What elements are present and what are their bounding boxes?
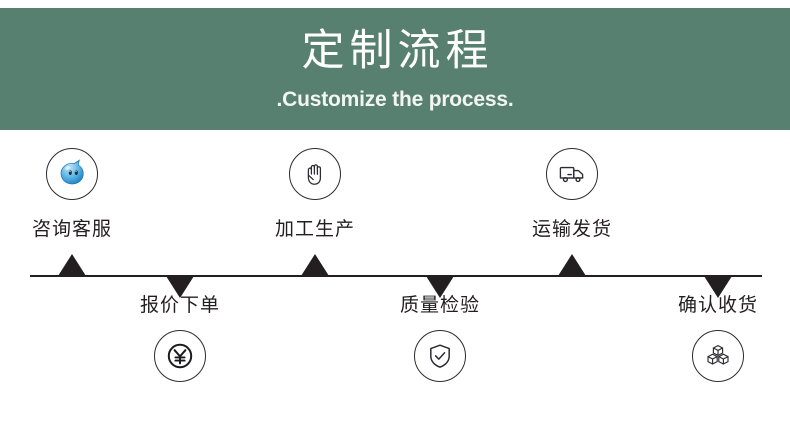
stacked-boxes-icon — [692, 330, 744, 382]
step-label-transport-shipment: 运输发货 — [531, 218, 612, 240]
step-confirm-receipt[interactable]: 确认收货 — [638, 290, 790, 382]
qq-chat-bubble-icon — [46, 148, 98, 200]
shield-check-icon — [414, 330, 466, 382]
timeline-marker-down-2 — [426, 276, 454, 298]
step-label-confirm-receipt: 确认收货 — [677, 294, 758, 316]
timeline-marker-up-2 — [301, 254, 329, 276]
timeline-marker-up-1 — [58, 254, 86, 276]
step-label-consult-customer-service: 咨询客服 — [31, 218, 112, 240]
process-timeline: 咨询客服 报价下单 — [0, 130, 790, 421]
step-quote-and-order[interactable]: 报价下单 — [100, 290, 260, 382]
step-processing-production[interactable]: 加工生产 — [235, 148, 395, 241]
header-banner: 定制流程 .Customize the process. — [0, 8, 790, 130]
step-consult-customer-service[interactable]: 咨询客服 — [0, 148, 152, 241]
step-quality-inspection[interactable]: 质量检验 — [360, 290, 520, 382]
page-title: 定制流程 — [301, 27, 494, 75]
step-label-quality-inspection: 质量检验 — [399, 294, 480, 316]
step-label-processing-production: 加工生产 — [274, 218, 355, 240]
yuan-currency-icon — [154, 330, 206, 382]
step-transport-shipment[interactable]: 运输发货 — [492, 148, 652, 241]
timeline-axis — [30, 275, 762, 277]
timeline-marker-down-3 — [704, 276, 732, 298]
timeline-marker-up-3 — [558, 254, 586, 276]
step-label-quote-and-order: 报价下单 — [139, 294, 220, 316]
hand-palm-icon — [289, 148, 341, 200]
page-subtitle: .Customize the process. — [276, 88, 514, 111]
timeline-marker-down-1 — [166, 276, 194, 298]
delivery-truck-icon — [546, 148, 598, 200]
